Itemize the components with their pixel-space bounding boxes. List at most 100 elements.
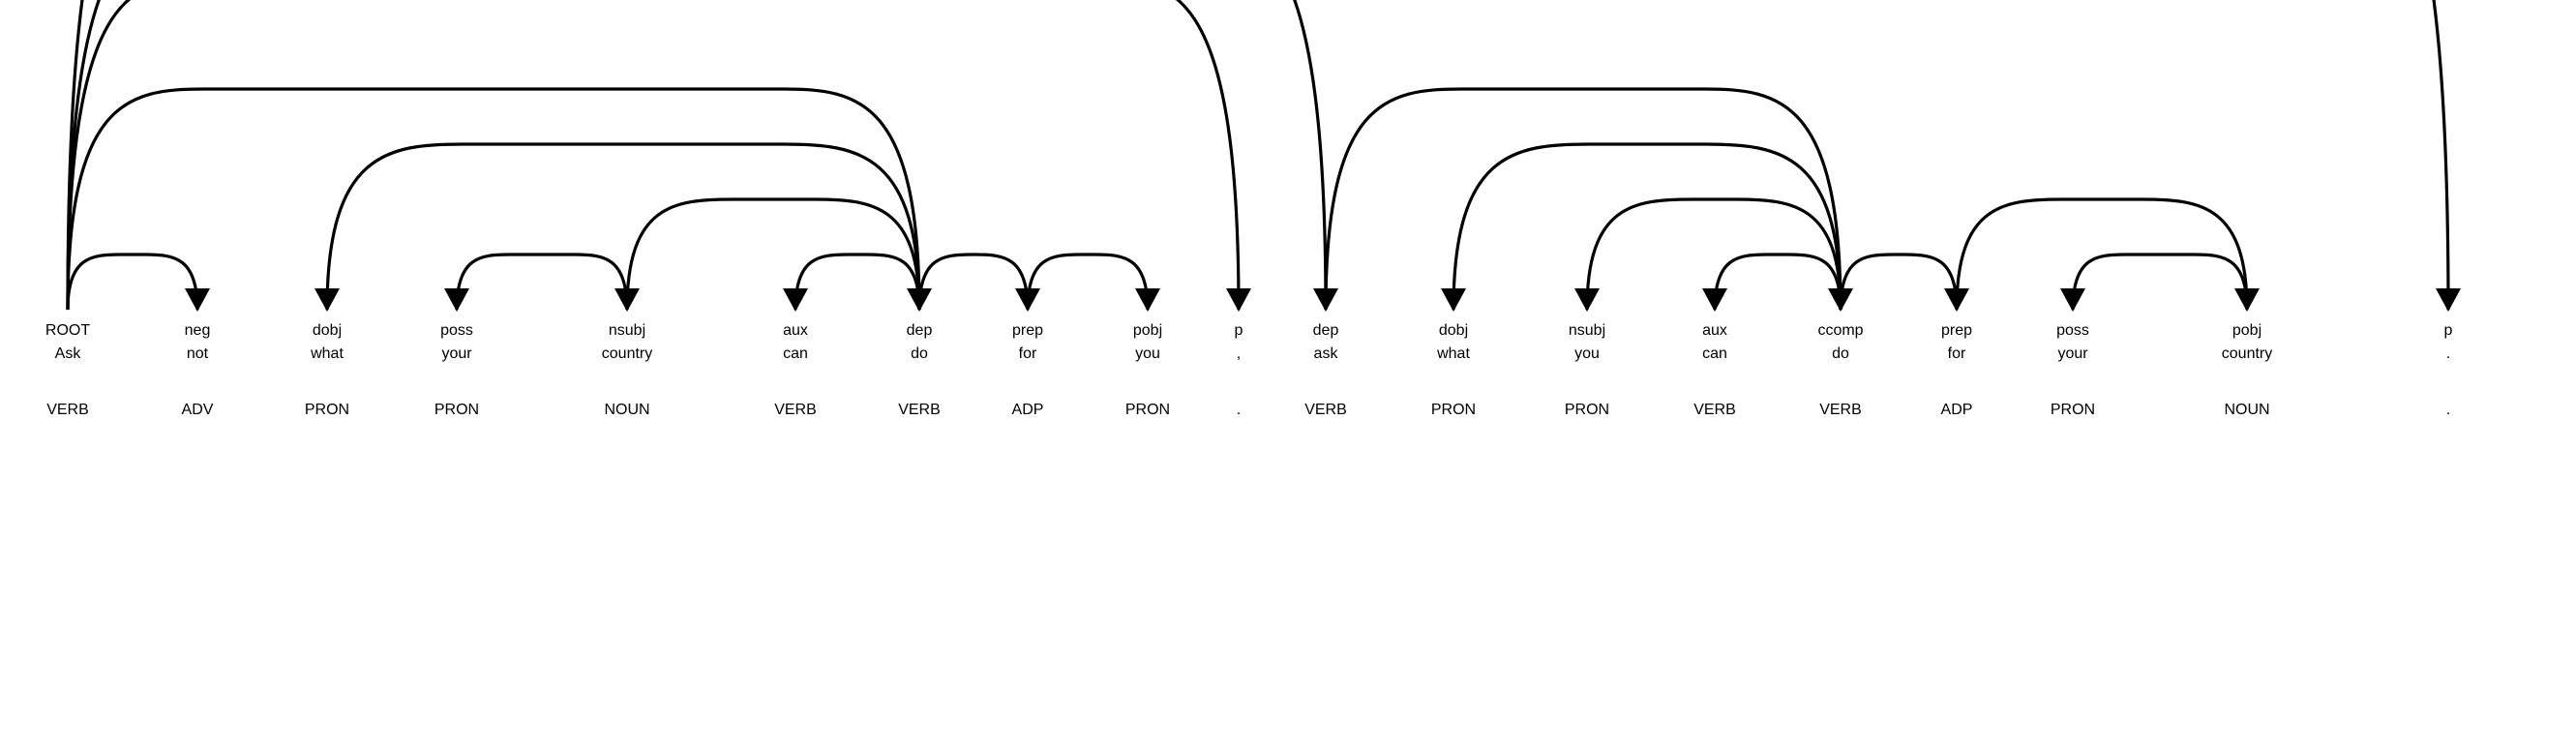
token-word-0: Ask	[54, 345, 81, 362]
arrowhead-icon	[2060, 288, 2085, 312]
token-word-12: you	[1574, 345, 1600, 362]
token-word-8: you	[1135, 345, 1160, 362]
dep-label-16: poss	[2056, 322, 2089, 339]
arc-path	[1452, 142, 1842, 311]
dep-arc-poss-16	[2060, 253, 2249, 312]
arc-path	[66, 0, 1328, 311]
dep-label-11: dobj	[1438, 322, 1469, 339]
arc-path	[794, 253, 921, 311]
pos-tag-3: PRON	[434, 402, 480, 418]
dep-label-9: p	[1234, 322, 1243, 339]
dep-label-4: nsubj	[608, 322, 646, 339]
token-word-15: for	[1947, 345, 1966, 362]
arc-path	[625, 197, 921, 311]
arc-path	[455, 253, 629, 311]
arc-path	[917, 253, 1030, 311]
token-word-1: not	[186, 345, 209, 362]
dep-arc-pobj-10	[1026, 253, 1160, 312]
dep-label-10: dep	[1312, 322, 1339, 339]
pos-tag-17: NOUN	[2224, 402, 2270, 418]
dep-label-17: pobj	[2232, 322, 2262, 339]
arc-path	[1324, 87, 1842, 311]
arc-path	[325, 142, 921, 311]
pos-tag-1: ADV	[181, 402, 214, 418]
pos-tag-14: VERB	[1819, 402, 1862, 418]
arrowhead-icon	[614, 288, 640, 312]
token-word-16: your	[2057, 345, 2088, 362]
dep-label-7: prep	[1011, 322, 1044, 339]
token-word-17: country	[2221, 345, 2273, 362]
pos-tag-5: VERB	[774, 402, 817, 418]
dep-arc-prep-9	[917, 253, 1040, 312]
dep-arc-poss-6	[444, 253, 629, 312]
dep-arc-aux-8	[783, 253, 921, 312]
arc-path	[1713, 253, 1842, 311]
arrowhead-icon	[315, 288, 340, 312]
dep-arc-dobj-12	[1441, 142, 1842, 312]
dep-arc-nsubj-13	[1574, 197, 1842, 312]
pos-tag-13: VERB	[1693, 402, 1736, 418]
pos-tag-7: ADP	[1011, 402, 1044, 418]
token-word-18: .	[2445, 345, 2451, 362]
token-word-14: do	[1832, 345, 1849, 362]
pos-tag-18: .	[2445, 402, 2451, 418]
dep-arc-dep-3	[66, 0, 1338, 312]
arrowhead-icon	[2436, 288, 2461, 312]
token-word-7: for	[1018, 345, 1037, 362]
arc-path	[66, 87, 921, 311]
token-word-13: can	[1702, 345, 1727, 362]
token-word-5: can	[783, 345, 808, 362]
arrowhead-icon	[185, 288, 210, 312]
arc-path	[66, 253, 199, 311]
arc-path	[1955, 197, 2249, 311]
dep-label-2: dobj	[312, 322, 343, 339]
arc-path	[2071, 253, 2249, 311]
dep-arc-aux-14	[1702, 253, 1842, 312]
dep-label-8: pobj	[1132, 322, 1163, 339]
arrowhead-icon	[1702, 288, 1727, 312]
arc-path	[66, 0, 2450, 311]
dep-arc-p-4	[66, 0, 2461, 312]
token-word-11: what	[1437, 345, 1470, 362]
pos-tag-9: .	[1236, 402, 1242, 418]
pos-tag-6: VERB	[898, 402, 941, 418]
dep-label-3: poss	[440, 322, 473, 339]
arc-path	[1585, 197, 1842, 311]
dep-arc-p-2	[66, 0, 1251, 312]
arc-path	[66, 0, 1241, 311]
dep-label-15: prep	[1940, 322, 1973, 339]
arrowhead-icon	[1226, 288, 1251, 312]
pos-tag-16: PRON	[2050, 402, 2096, 418]
dep-label-6: dep	[906, 322, 933, 339]
pos-tag-15: ADP	[1940, 402, 1973, 418]
arc-path	[1026, 253, 1150, 311]
token-word-4: country	[601, 345, 653, 362]
arrowhead-icon	[783, 288, 808, 312]
pos-tag-8: PRON	[1124, 402, 1171, 418]
dep-label-13: aux	[1702, 322, 1727, 339]
dep-label-14: ccomp	[1817, 322, 1864, 339]
pos-tag-11: PRON	[1430, 402, 1477, 418]
pos-tag-0: VERB	[46, 402, 89, 418]
pos-tag-10: VERB	[1304, 402, 1347, 418]
token-word-3: your	[441, 345, 472, 362]
dep-label-0: ROOT	[45, 322, 91, 339]
arrowhead-icon	[1574, 288, 1600, 312]
dep-arc-neg-0	[66, 253, 210, 312]
pos-tag-2: PRON	[304, 402, 350, 418]
dep-arc-pobj-17	[1955, 197, 2260, 312]
token-word-6: do	[911, 345, 928, 362]
pos-tag-12: PRON	[1564, 402, 1610, 418]
arc-path	[1839, 253, 1959, 311]
dep-label-5: aux	[783, 322, 808, 339]
dep-label-18: p	[2443, 322, 2453, 339]
dep-label-12: nsubj	[1568, 322, 1606, 339]
arrowhead-icon	[2234, 288, 2260, 312]
token-word-9: ,	[1236, 345, 1242, 362]
token-word-2: what	[311, 345, 344, 362]
dep-arc-nsubj-7	[614, 197, 921, 312]
token-word-10: ask	[1313, 345, 1338, 362]
pos-tag-4: NOUN	[604, 402, 650, 418]
